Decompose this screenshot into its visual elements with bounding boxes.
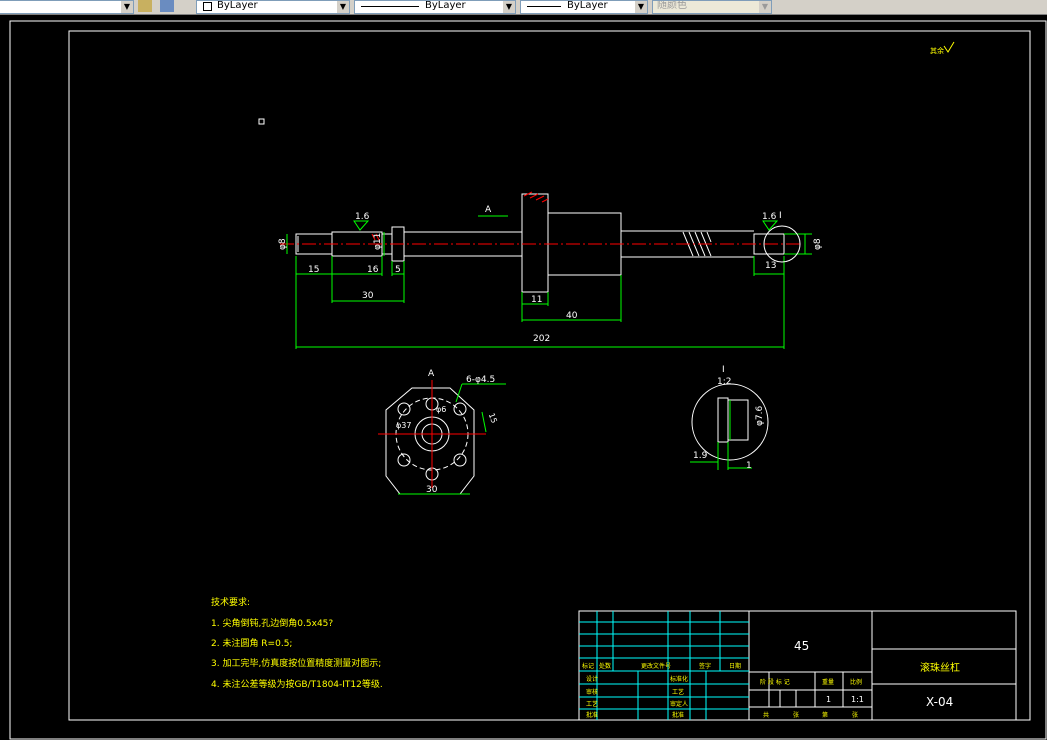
- dim-30-flange: 30: [426, 485, 438, 495]
- ucs-cursor-box: [258, 118, 265, 125]
- dim-d8-right: φ8: [813, 238, 823, 250]
- tb-file: 更改文件号: [641, 662, 671, 670]
- linetype-value: ByLayer: [425, 0, 466, 11]
- tb-sheet: 张: [793, 711, 799, 719]
- tb-part-name: 滚珠丝杠: [920, 661, 960, 674]
- tb-process: 工艺: [672, 688, 684, 696]
- layer-previous-icon[interactable]: [160, 0, 174, 12]
- detail-title: I: [722, 365, 725, 375]
- color-control-dropdown[interactable]: ByLayer ▼: [196, 0, 350, 14]
- tb-weight: 重量: [822, 678, 834, 686]
- roughness-symbol-icon: [943, 41, 955, 53]
- main-dimension-text: φ8 φ11 φ8 15 16 5 30 11 40 13 202 1.6 1.…: [278, 205, 823, 344]
- title-block-grid: [579, 611, 749, 720]
- hatch-lines: [371, 191, 549, 241]
- inner-frame: [68, 30, 1031, 721]
- dim-1: 1: [746, 461, 752, 471]
- plotstyle-value: 随颜色: [657, 0, 687, 11]
- chevron-down-icon: ▼: [759, 1, 771, 13]
- note-1: 1. 尖角倒钝,孔边倒角0.5x45?: [211, 617, 333, 629]
- tb-craft: 工艺: [586, 700, 598, 708]
- dim-d6: φ6: [436, 405, 446, 414]
- lineweight-value: ByLayer: [567, 0, 608, 11]
- chevron-down-icon: ▼: [503, 1, 515, 13]
- dim-202: 202: [533, 334, 550, 344]
- title-block: [578, 610, 1017, 721]
- dim-holes: 6-φ4.5: [466, 375, 495, 385]
- dim-d8-left: φ8: [278, 238, 288, 250]
- dim-1-9: 1.9: [693, 451, 708, 461]
- title-block-values: 45 滚珠丝杠 X-04 阶 段 标 记 重量 比例 1 1:1 共 张 第 张: [760, 639, 960, 719]
- dim-16: 16: [367, 265, 379, 275]
- detail-text: I 1:2 φ7.6 1.9 1: [693, 365, 765, 471]
- outer-frame: [9, 20, 1047, 740]
- section-a-title: A: [428, 369, 435, 379]
- note-2: 2. 未注圆角 R=0.5;: [211, 637, 292, 649]
- dim-40: 40: [566, 311, 578, 321]
- tb-page-2: 张: [852, 711, 858, 719]
- technical-notes: 技术要求: 1. 尖角倒钝,孔边倒角0.5x45? 2. 未注圆角 R=0.5;…: [211, 596, 383, 690]
- notes-title: 技术要求:: [211, 596, 250, 608]
- chevron-down-icon: ▼: [121, 1, 133, 13]
- dim-15-angled: 15: [487, 412, 499, 425]
- tb-scale: 1:1: [851, 695, 864, 704]
- lineweight-sample: [527, 6, 561, 7]
- shaft-main-view: [295, 193, 785, 293]
- color-value: ByLayer: [217, 0, 258, 11]
- chevron-down-icon: ▼: [337, 1, 349, 13]
- tb-page: 第: [822, 711, 828, 719]
- dim-d11: φ11: [373, 233, 383, 250]
- flange-text: A 6-φ4.5 φ37 φ6 15 30: [396, 369, 499, 495]
- note-3: 3. 加工完毕,仿真度按位置精度测量对图示;: [211, 657, 381, 669]
- section-arrow-label: A: [485, 205, 492, 215]
- tb-approve: 批准: [586, 711, 598, 719]
- tb-std: 标准化: [670, 675, 688, 683]
- tb-review: 审定人: [670, 700, 688, 708]
- dimension-lines: [286, 215, 812, 349]
- dim-30: 30: [362, 291, 374, 301]
- note-4: 4. 未注公差等级为按GB/T1804-IT12等级.: [211, 678, 383, 690]
- title-block-labels: 标记 处数 更改文件号 签字 日期 设计 审核 工艺 批准 标准化 工艺 审定人…: [582, 662, 741, 719]
- dim-15: 15: [308, 265, 319, 275]
- dim-13: 13: [765, 261, 776, 271]
- linetype-control-dropdown[interactable]: ByLayer ▼: [354, 0, 516, 14]
- tb-sign: 签字: [699, 662, 711, 670]
- chevron-down-icon: ▼: [635, 1, 647, 13]
- drawing-canvas[interactable]: 其余: [0, 15, 1047, 740]
- tb-qty: 1: [826, 695, 831, 704]
- dim-d37: φ37: [396, 421, 411, 430]
- tb-count: 处数: [599, 662, 611, 670]
- tb-check: 审核: [586, 688, 598, 696]
- dim-11: 11: [531, 295, 542, 305]
- detail-view: [691, 383, 769, 461]
- tb-drawing-no: X-04: [926, 695, 953, 709]
- tb-design: 设计: [586, 675, 598, 683]
- plotstyle-control-dropdown: 随颜色 ▼: [652, 0, 772, 14]
- lineweight-control-dropdown[interactable]: ByLayer ▼: [520, 0, 648, 14]
- linetype-sample: [361, 6, 419, 7]
- roughness-note: 其余: [930, 46, 944, 55]
- tb-stage: 阶 段 标 记: [760, 678, 790, 686]
- flange-center-lines: [378, 380, 486, 488]
- layer-dropdown[interactable]: ▼: [0, 0, 134, 14]
- tb-material: 45: [794, 639, 809, 653]
- roughness-right: 1.6: [762, 212, 777, 222]
- properties-toolbar: ▼ ByLayer ▼ ByLayer ▼ ByLayer ▼ 随颜色 ▼: [0, 0, 1047, 15]
- dim-5: 5: [395, 265, 401, 275]
- tb-total: 共: [763, 711, 769, 719]
- detail-dims: [690, 400, 752, 470]
- dim-d7-6: φ7.6: [755, 405, 765, 426]
- detail-scale: 1:2: [717, 377, 731, 387]
- roughness-left: 1.6: [355, 212, 370, 222]
- flange-section-view: [385, 387, 475, 495]
- detail-circle-marker: [763, 225, 801, 263]
- tb-approve-2: 批准: [672, 711, 684, 719]
- detail-mark: I: [779, 211, 782, 221]
- flange-dims: [398, 383, 506, 495]
- color-swatch-icon: [203, 2, 212, 11]
- tb-scale-label: 比例: [850, 678, 862, 686]
- tb-mark: 标记: [582, 662, 594, 670]
- tb-date: 日期: [729, 662, 741, 670]
- layer-states-icon[interactable]: [138, 0, 152, 12]
